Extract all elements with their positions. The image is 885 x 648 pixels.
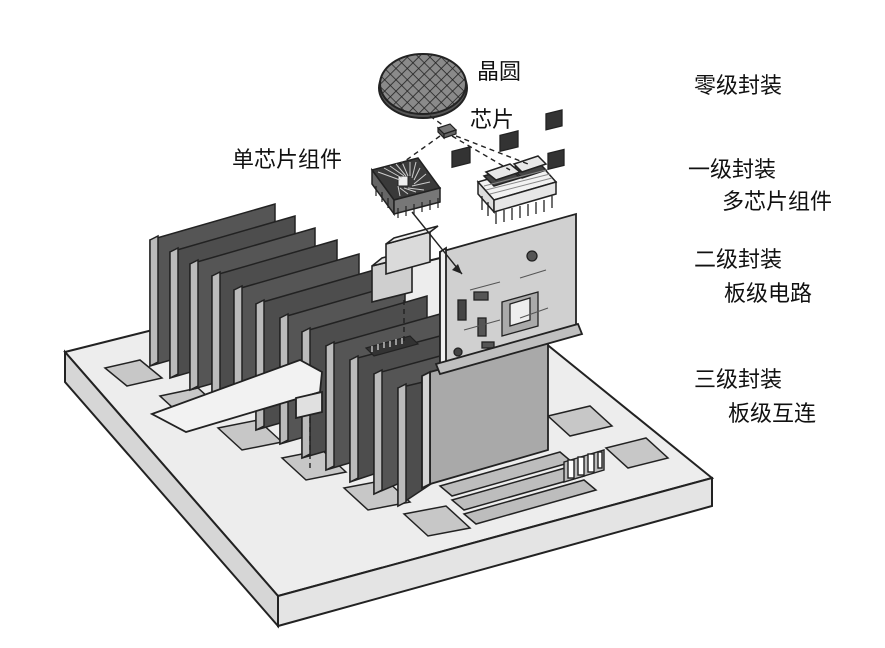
inserted-board: [421, 338, 549, 490]
front-connectors: [563, 449, 605, 483]
backplane-pads: [103, 359, 670, 537]
label-wafer: 晶圆: [477, 60, 522, 85]
dashed-connectors: [309, 115, 529, 470]
level2-circuit-board: [434, 109, 584, 376]
label-chip: 芯片: [470, 108, 515, 133]
label-level3-sub: 板级互连: [728, 402, 817, 427]
label-level3: 三级封装: [694, 368, 783, 393]
label-single-chip-module: 单芯片组件: [232, 148, 343, 173]
board-connector-block: [371, 225, 439, 304]
flex-cable: [149, 359, 323, 433]
module-to-board-arrow: [411, 211, 463, 275]
label-level1: 一级封装: [688, 158, 777, 183]
edge-connector: [364, 335, 420, 357]
label-level2-sub: 板级电路: [724, 282, 813, 307]
chip: [436, 123, 458, 140]
label-level1-sub: 多芯片组件: [722, 190, 833, 215]
single-chip-module: [370, 157, 442, 218]
label-level2: 二级封装: [694, 248, 783, 273]
label-level0: 零级封装: [694, 74, 783, 99]
board-stack: [149, 203, 441, 508]
multi-chip-module: [476, 155, 558, 224]
wafer: [378, 53, 468, 119]
